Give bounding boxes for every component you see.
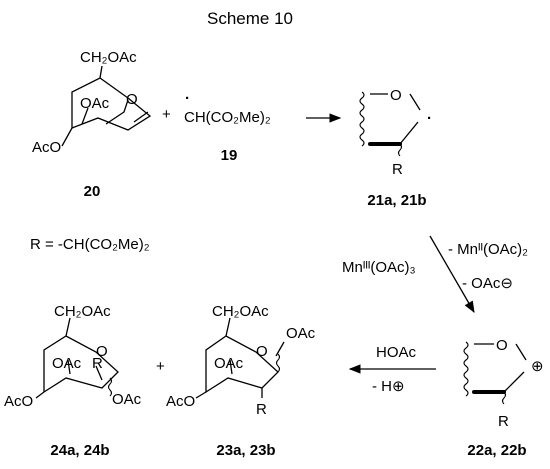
c23-ch2oac: CH₂OAc — [212, 303, 269, 320]
c24-r: R — [92, 355, 103, 372]
reagent-mn3: Mnᴵᴵᴵ(OAc)₃ — [342, 259, 416, 276]
compound-20: CH₂OAc OAc AcO O 20 — [32, 49, 152, 200]
c22-ring-o: O — [496, 337, 508, 354]
c23-aco: AcO — [166, 393, 195, 410]
reagent-hoac: HOAc — [376, 344, 417, 361]
plus-sign-1: + — [162, 106, 171, 123]
byproduct-oac: - OAc⊖ — [462, 275, 513, 292]
c24-oac-top: OAc — [52, 355, 82, 372]
c20-ch2oac: CH₂OAc — [80, 49, 137, 66]
c19-label: 19 — [221, 147, 238, 164]
c23-oac: OAc — [214, 355, 244, 372]
byproduct-h: - H⊕ — [372, 378, 405, 395]
reaction-arrow-2 — [429, 235, 475, 314]
c21-r: R — [392, 161, 403, 178]
r-group-definition: R = -CH(CO₂Me)₂ — [30, 236, 150, 253]
c24-ring-o: O — [96, 343, 108, 360]
c22-r: R — [498, 413, 509, 430]
plus-sign-2: + — [156, 358, 165, 375]
scheme-title: Scheme 10 — [207, 9, 293, 28]
compound-24: CH₂OAc OAc R OAc AcO O 24a, 24b — [4, 303, 142, 459]
c20-ring-o: O — [126, 91, 138, 108]
compound-21: O · R 21a, 21b — [359, 87, 432, 209]
c24-ch2oac: CH₂OAc — [54, 303, 111, 320]
c23-r: R — [256, 401, 267, 418]
c24-aco: AcO — [4, 393, 33, 410]
compound-19: · CH(CO₂Me)₂ 19 — [184, 90, 271, 164]
c23-ring-o: O — [256, 343, 268, 360]
compound-23: CH₂OAc O OAc OAc AcO R 23a, 23b — [166, 303, 316, 459]
c23-label: 23a, 23b — [216, 442, 275, 459]
c24-label: 24a, 24b — [50, 442, 109, 459]
c22-label: 22a, 22b — [467, 442, 526, 459]
c21-radical-dot: · — [427, 110, 432, 127]
c20-label: 20 — [84, 183, 101, 200]
c20-oac: OAc — [80, 95, 110, 112]
c19-radical-dot: · — [185, 90, 190, 107]
compound-22: O ⊕ R 22a, 22b — [463, 337, 544, 459]
c21-ring-o: O — [390, 87, 402, 104]
c19-formula: CH(CO₂Me)₂ — [184, 109, 271, 126]
byproduct-mn2: - Mnᴵᴵ(OAc)₂ — [448, 241, 528, 258]
c23-oac-anomeric: OAc — [286, 325, 316, 342]
c24-oac-anomeric: OAc — [112, 391, 142, 408]
c22-cation: ⊕ — [531, 358, 544, 375]
c21-label: 21a, 21b — [367, 192, 426, 209]
c20-aco: AcO — [32, 139, 61, 156]
